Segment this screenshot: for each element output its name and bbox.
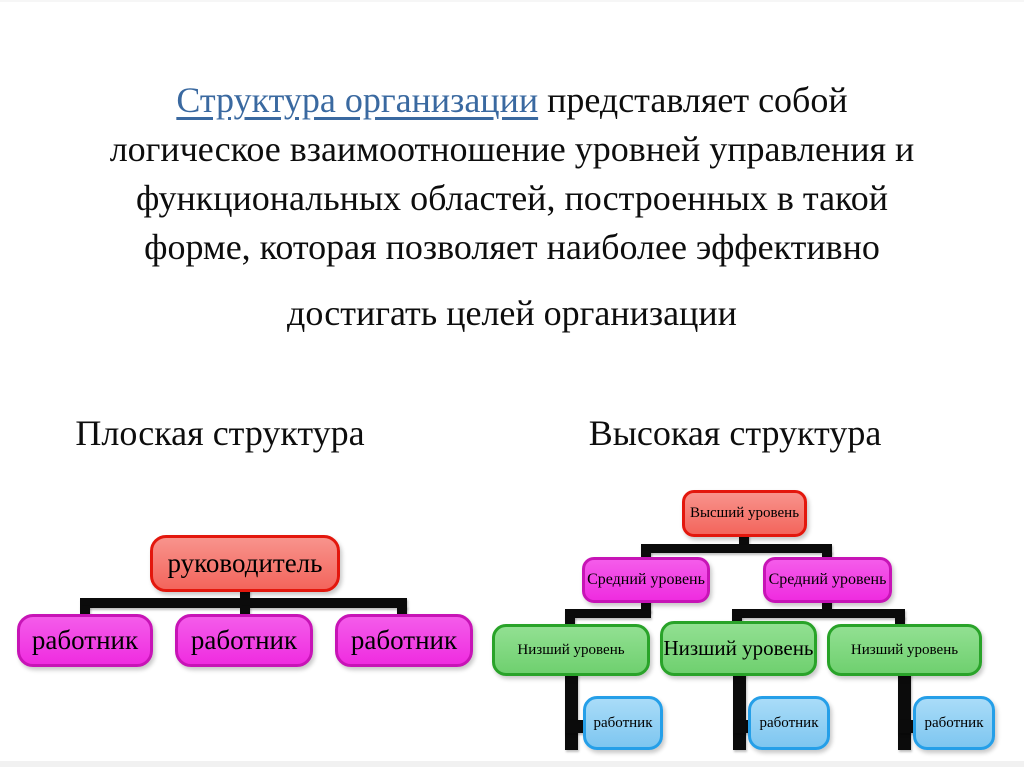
connector-segment xyxy=(565,720,587,733)
node-label: работник xyxy=(924,714,984,731)
connector-segment xyxy=(565,672,578,750)
node-worker-box: работник xyxy=(175,614,313,667)
title-line-2: логическое взаимоотношение уровней управ… xyxy=(109,129,915,169)
slide-title: Структура организации представляет собой… xyxy=(0,76,1024,338)
node-lower-level-box: Низший уровень xyxy=(827,624,982,676)
connector-segment xyxy=(822,551,832,561)
node-label: Высший уровень xyxy=(689,505,800,521)
node-middle-level-box: Средний уровень xyxy=(582,557,710,603)
connector-segment xyxy=(80,598,407,608)
node-worker-box: работник xyxy=(748,696,830,750)
slide-top-edge xyxy=(0,0,1024,2)
node-label: Средний уровень xyxy=(587,571,705,588)
connector-segment xyxy=(641,544,832,553)
connector-segment xyxy=(898,672,911,750)
connector-segment xyxy=(565,616,575,628)
structure-link[interactable]: Структура организации xyxy=(176,80,539,120)
node-label: работник xyxy=(190,625,298,655)
node-label: руководитель xyxy=(167,548,323,578)
connector-segment xyxy=(641,551,651,561)
connector-segment xyxy=(240,606,250,620)
title-line-1: Структура организации представляет собой xyxy=(0,76,1024,125)
node-label: работник xyxy=(350,625,458,655)
title-line-3: функциональных областей, построенных в т… xyxy=(136,178,888,218)
connector-segment xyxy=(739,533,749,547)
node-worker-box: работник xyxy=(335,614,473,667)
node-label: Низший уровень xyxy=(517,641,625,658)
node-label: работник xyxy=(31,625,139,655)
node-worker-box: работник xyxy=(913,696,995,750)
node-top-level-box: Высший уровень xyxy=(682,490,807,537)
connector-segment xyxy=(641,599,651,612)
node-label: Низший уровень xyxy=(850,641,959,658)
node-lower-level-box: Низший уровень xyxy=(492,624,650,676)
connector-segment xyxy=(565,609,651,618)
title-line-5: достигать целей организации xyxy=(287,293,737,333)
node-label: Низший уровень xyxy=(663,636,814,660)
section-heading-tall: Высокая структура xyxy=(588,413,882,453)
node-label: Средний уровень xyxy=(768,571,887,588)
slide-bottom-edge xyxy=(0,761,1024,767)
connector-segment xyxy=(822,599,832,612)
connector-segment xyxy=(732,609,905,618)
node-worker-box: работник xyxy=(583,696,663,750)
title-line-4: форме, которая позволяет наиболее эффект… xyxy=(144,227,880,267)
connector-segment xyxy=(240,588,250,602)
connector-segment xyxy=(895,616,905,628)
connector-segment xyxy=(397,606,407,620)
node-worker-box: работник xyxy=(17,614,153,667)
title-line-1-rest: представляет собой xyxy=(538,80,848,120)
node-middle-level-box: Средний уровень xyxy=(763,557,892,603)
node-leader-box: руководитель xyxy=(150,535,340,592)
node-lower-level-box: Низший уровень xyxy=(660,621,817,676)
connector-segment xyxy=(80,606,90,620)
section-heading-flat: Плоская структура xyxy=(75,413,365,453)
connector-segment xyxy=(733,672,746,750)
node-label: работник xyxy=(759,714,819,731)
node-label: работник xyxy=(593,714,653,731)
